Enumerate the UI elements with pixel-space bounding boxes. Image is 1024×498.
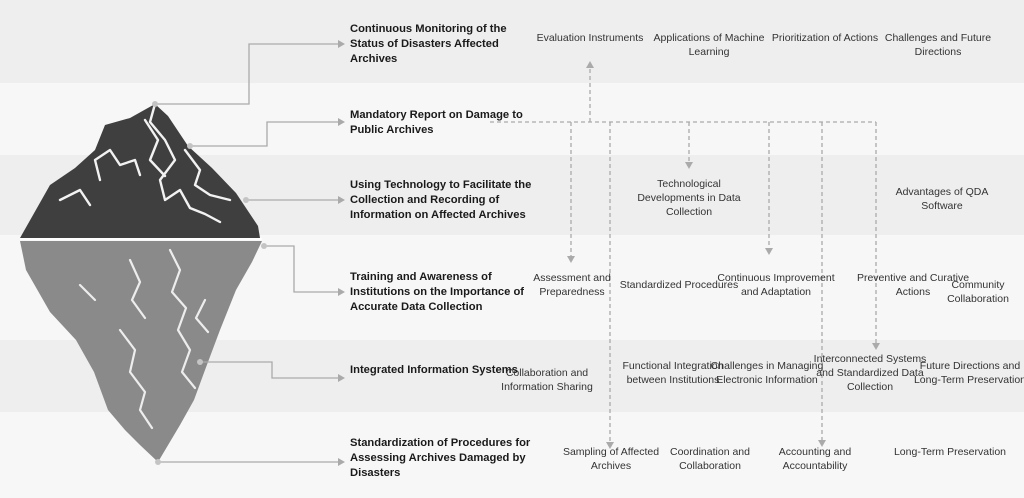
row-title-training: Training and Awareness of Institutions o… [350, 271, 525, 313]
item-standardized-procedures: Standardized Procedures [619, 279, 739, 291]
row-title-integrated-systems: Integrated Information Systems [350, 364, 518, 376]
item-long-term-directions: Future Directions and Long-Term Preserva… [913, 360, 1024, 386]
item-preventive-curative: Preventive and Curative Actions [856, 272, 970, 298]
item-community-collaboration: Community Collaboration [947, 279, 1009, 305]
row-title-monitoring: Continuous Monitoring of the Status of D… [350, 23, 507, 65]
item-challenges-future: Challenges and Future Directions [884, 32, 992, 58]
row-band-1 [0, 0, 1024, 83]
item-technological-developments: Technological Developments in Data Colle… [637, 178, 741, 218]
row-title-standardization: Standardization of Procedures for Assess… [350, 437, 531, 479]
row-title-mandatory-report: Mandatory Report on Damage to Public Arc… [350, 109, 523, 136]
item-electronic-information: Challenges in Managing Electronic Inform… [710, 360, 824, 386]
item-long-term-preservation: Long-Term Preservation [893, 446, 1007, 458]
iceberg-bottom-shape [20, 241, 262, 462]
item-sampling-archives: Sampling of Affected Archives [562, 446, 660, 472]
item-assessment-preparedness: Assessment and Preparedness [533, 272, 611, 298]
item-interconnected-systems: Interconnected Systems and Standardized … [813, 353, 927, 393]
item-evaluation-instruments: Evaluation Instruments [536, 32, 644, 44]
item-machine-learning: Applications of Machine Learning [653, 32, 765, 58]
item-continuous-improvement: Continuous Improvement and Adaptation [717, 272, 835, 298]
row-title-technology: Using Technology to Facilitate the Colle… [350, 179, 532, 221]
item-collaboration-sharing: Collaboration and Information Sharing [501, 367, 593, 393]
iceberg-top-shape [20, 104, 260, 238]
item-accounting: Accounting and Accountability [778, 446, 852, 472]
item-functional-integration: Functional Integration between Instituti… [622, 360, 724, 386]
item-prioritization: Prioritization of Actions [771, 32, 879, 44]
item-coordination-collaboration: Coordination and Collaboration [670, 446, 750, 472]
item-qda-software: Advantages of QDA Software [895, 186, 989, 212]
